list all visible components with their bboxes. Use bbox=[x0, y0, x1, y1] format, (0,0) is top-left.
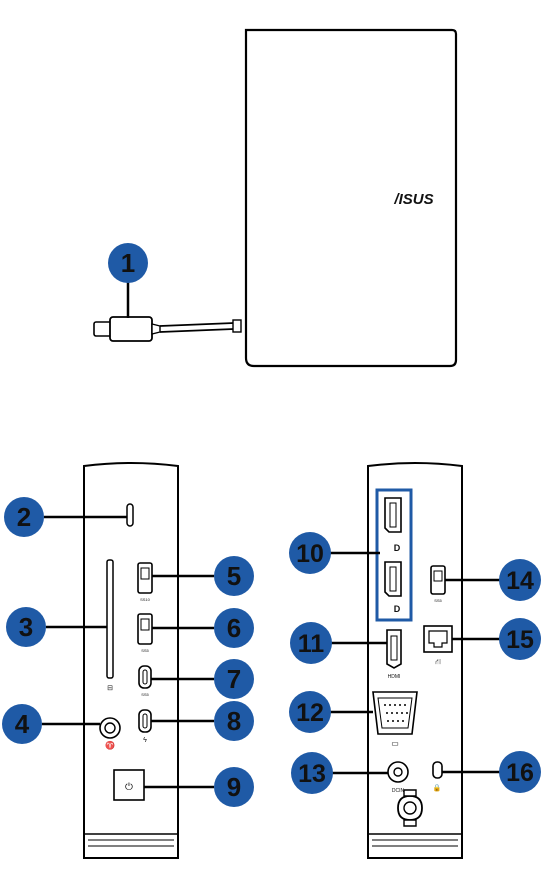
svg-text:15: 15 bbox=[506, 626, 534, 654]
dp-2-label: D bbox=[394, 604, 401, 614]
svg-text:8: 8 bbox=[227, 706, 241, 736]
usb-2-label: SS5 bbox=[141, 648, 149, 653]
svg-text:6: 6 bbox=[227, 613, 241, 643]
card-slot bbox=[106, 559, 114, 679]
svg-text:10: 10 bbox=[296, 540, 324, 568]
callout-7: 7 bbox=[214, 659, 254, 699]
device-body bbox=[244, 28, 458, 368]
callout-13: 13 bbox=[291, 752, 333, 794]
thunderbolt-icon: ϟ bbox=[143, 737, 147, 744]
callout-9: 9 bbox=[214, 767, 254, 807]
usb-rear-label: SS5 bbox=[434, 598, 442, 603]
svg-text:16: 16 bbox=[506, 759, 534, 787]
top-device: /ISUS 1 bbox=[93, 28, 458, 368]
power-cable bbox=[93, 316, 242, 342]
callout-14: 14 bbox=[499, 559, 541, 601]
svg-text:12: 12 bbox=[296, 699, 324, 727]
svg-text:13: 13 bbox=[298, 760, 326, 788]
callout-4: 4 bbox=[2, 704, 42, 744]
svg-text:7: 7 bbox=[227, 664, 241, 694]
power-button bbox=[113, 769, 145, 801]
dp-1-label: D bbox=[394, 543, 401, 553]
front-panel: ⊟ ♈ SS10 SS5 SS5 ϟ ⏻ 2 bbox=[2, 462, 254, 859]
power-led bbox=[126, 503, 134, 527]
rear-panel: D D HDMI ▭ DCIN SS5 bbox=[289, 462, 541, 859]
kensington-lock bbox=[432, 761, 443, 779]
callout-6: 6 bbox=[214, 608, 254, 648]
svg-text:9: 9 bbox=[227, 772, 241, 802]
usb-1-label: SS10 bbox=[140, 597, 151, 602]
callout-16: 16 bbox=[499, 751, 541, 793]
callout-15: 15 bbox=[499, 618, 541, 660]
svg-text:5: 5 bbox=[227, 561, 241, 591]
callout-12: 12 bbox=[289, 691, 331, 733]
vga-icon: ▭ bbox=[391, 739, 399, 748]
dc-in-label: DCIN bbox=[392, 788, 405, 794]
callout-10: 10 bbox=[289, 532, 331, 574]
svg-text:4: 4 bbox=[15, 709, 30, 739]
card-slot-icon: ⊟ bbox=[107, 685, 113, 692]
callout-2: 2 bbox=[4, 497, 44, 537]
cable-clip bbox=[397, 789, 423, 827]
callout-1: 1 bbox=[108, 243, 148, 283]
callout-11: 11 bbox=[290, 622, 332, 664]
callout-3: 3 bbox=[6, 607, 46, 647]
svg-text:14: 14 bbox=[506, 567, 534, 595]
vga-pins bbox=[384, 704, 408, 722]
lock-icon: 🔒 bbox=[433, 784, 442, 792]
power-icon: ⏻ bbox=[125, 782, 133, 793]
hdmi-label: HDMI bbox=[388, 674, 401, 680]
asus-logo: /ISUS bbox=[393, 191, 433, 208]
callout-1-label: 1 bbox=[121, 248, 135, 278]
headphone-icon: ♈ bbox=[105, 740, 115, 750]
lan-icon: ⛙ bbox=[435, 657, 441, 666]
svg-text:2: 2 bbox=[17, 502, 31, 532]
usb-c-label: SS5 bbox=[141, 692, 149, 697]
callout-8: 8 bbox=[214, 701, 254, 741]
displayport-group bbox=[375, 488, 413, 622]
svg-text:11: 11 bbox=[298, 630, 325, 658]
svg-text:3: 3 bbox=[19, 612, 33, 642]
callout-5: 5 bbox=[214, 556, 254, 596]
